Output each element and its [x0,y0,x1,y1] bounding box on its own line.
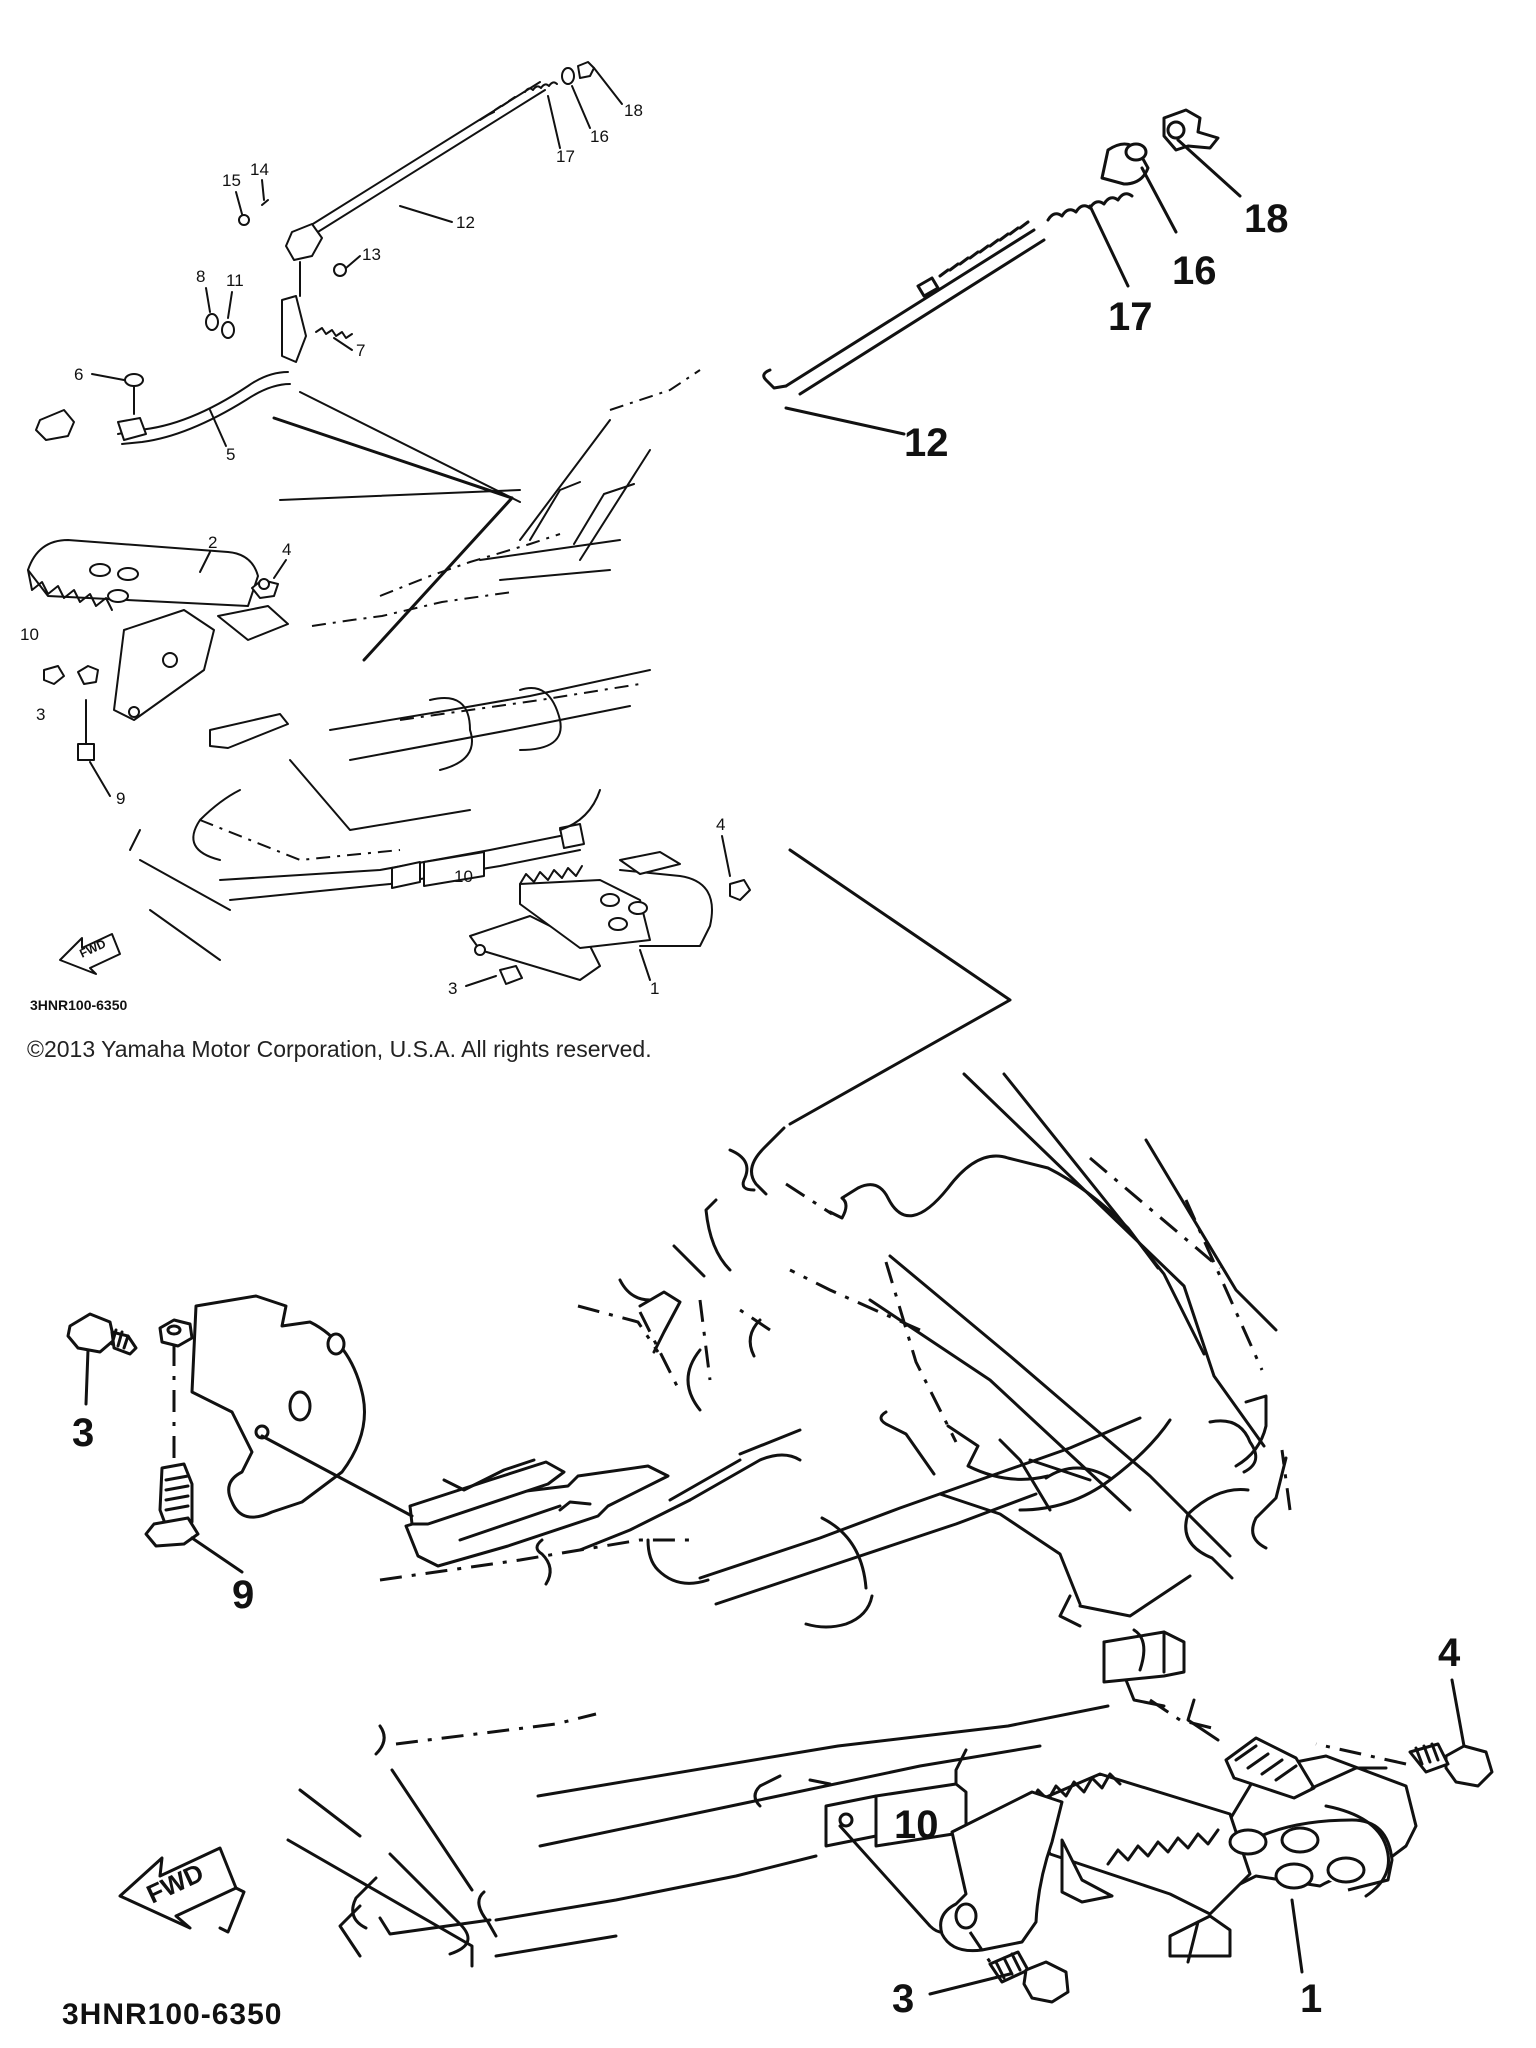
copyright-notice: ©2013 Yamaha Motor Corporation, U.S.A. A… [27,1036,652,1062]
nut-icon [158,1318,194,1348]
callout-5-small: 5 [226,445,235,464]
callout-3-detail-left: 3 [72,1411,94,1455]
callout-1-small: 1 [650,979,659,998]
bolt-3-right-icon [988,1950,1070,2004]
footrest-right-detail [939,1736,1418,1964]
callout-3-small-b: 3 [448,979,457,998]
callout-11-small: 11 [226,271,244,290]
callout-8-small: 8 [196,267,205,286]
callout-12-small: 12 [456,213,475,232]
frame-tube-marking: 10 [894,1803,939,1847]
footrest-right-small [469,851,751,985]
callout-18-detail: 18 [1244,197,1289,241]
callout-16-detail: 16 [1172,249,1217,293]
callout-16-small: 16 [590,127,609,146]
callout-3-small-a: 3 [36,705,45,724]
svg-text:10: 10 [454,867,473,886]
callout-9-small: 9 [116,789,125,808]
drawing-code-small: 3HNR100-6350 [30,997,127,1013]
callout-4-detail: 4 [1438,1631,1461,1675]
callout-12-detail: 12 [904,421,949,465]
brake-rod-small [299,61,595,241]
brake-pivot-small [238,199,347,297]
callout-3-detail-right: 3 [892,1977,914,2021]
callout-17-small: 17 [556,147,575,166]
fwd-arrow-small-icon: FWD [59,933,121,975]
overview-diagram: 10 2 4 10 [20,61,751,1013]
leader-lines [272,416,1012,1126]
bolt-3-left-icon [66,1312,138,1356]
fwd-arrow-large-icon: FWD [118,1846,246,1934]
callout-13-small: 13 [362,245,381,264]
bolt-4-right-icon [1408,1742,1494,1788]
rod-detail: 12 18 16 17 [762,108,1289,465]
callout-17-detail: 17 [1108,295,1153,339]
callout-6-small: 6 [74,365,83,384]
frame-small: 10 [129,369,701,961]
drawing-code-large: 3HNR100-6350 [62,1998,282,2031]
frame-detail: 10 [62,1072,1494,2031]
callout-14-small: 14 [250,160,269,179]
callout-7-small: 7 [356,341,365,360]
callout-1-detail: 1 [1300,1977,1322,2021]
callout-9-detail: 9 [232,1573,254,1617]
bolt-9-icon [144,1462,200,1548]
footrest-left-small [27,539,289,761]
callout-4-small-b: 4 [716,815,725,834]
brake-lever-small [35,295,353,445]
callout-2-small: 2 [208,533,217,552]
callout-10-small: 10 [20,625,39,644]
callout-4-small: 4 [282,540,291,559]
callout-15-small: 15 [222,171,241,190]
callout-18-small: 18 [624,101,643,120]
